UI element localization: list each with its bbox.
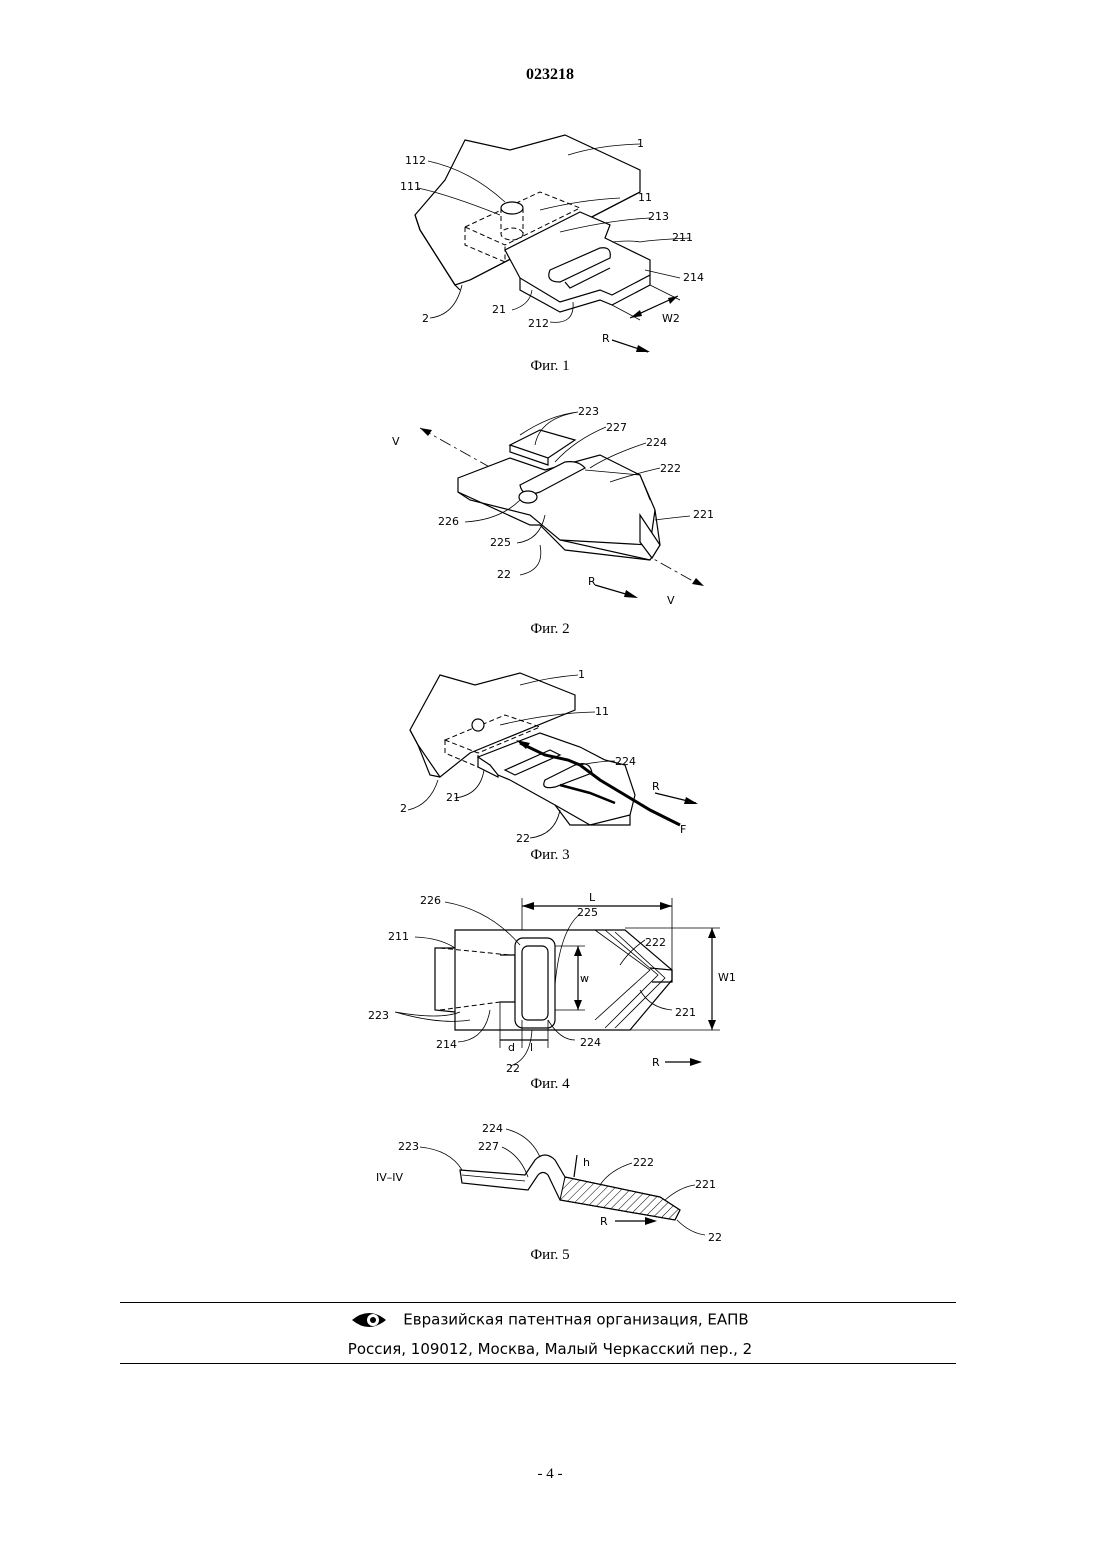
fig1-label-1: 1 [637, 137, 644, 150]
fig3-label-1: 1 [578, 668, 585, 681]
footer-organization-line: Евразийская патентная организация, ЕАПВ [0, 1310, 1100, 1330]
fig2-label-225: 225 [490, 536, 511, 549]
fig5-label-section: IV–IV [376, 1171, 404, 1184]
fig2-label-r: R [588, 575, 596, 588]
fig3-label-224: 224 [615, 755, 636, 768]
fig2-label-22: 22 [497, 568, 511, 581]
figure-3-drawing: 1 11 224 R 2 21 22 F [0, 665, 1100, 845]
footer-rule-top [120, 1302, 956, 1303]
fig3-label-21: 21 [446, 791, 460, 804]
fig1-label-213: 213 [648, 210, 669, 223]
fig5-label-223: 223 [398, 1140, 419, 1153]
fig4-label-d: d [508, 1041, 515, 1054]
fig5-label-22: 22 [708, 1231, 722, 1244]
fig1-label-w2: W2 [662, 312, 680, 325]
fig3-label-f: F [680, 823, 686, 836]
figure-5-drawing: 224 227 223 h 222 IV–IV 221 R 22 [0, 1115, 1100, 1245]
figure-4-drawing: L 226 225 211 222 W1 w 223 221 214 d l 2… [0, 890, 1100, 1080]
fig1-label-2: 2 [422, 312, 429, 325]
fig3-label-2: 2 [400, 802, 407, 815]
fig1-label-111: 111 [400, 180, 421, 193]
fig3-label-11: 11 [595, 705, 609, 718]
fig4-label-226: 226 [420, 894, 441, 907]
page-number: - 4 - [0, 1466, 1100, 1483]
fig2-label-221: 221 [693, 508, 714, 521]
figure-2-caption: Фиг. 2 [0, 621, 1100, 638]
fig1-label-214: 214 [683, 271, 704, 284]
fig2-label-223: 223 [578, 405, 599, 418]
figure-2: V 223 227 224 222 221 226 225 22 R V [0, 400, 1100, 615]
fig3-label-r: R [652, 780, 660, 793]
fig5-label-227: 227 [478, 1140, 499, 1153]
figure-4: L 226 225 211 222 W1 w 223 221 214 d l 2… [0, 890, 1100, 1080]
fig2-label-v-left: V [392, 435, 400, 448]
fig1-label-112: 112 [405, 154, 426, 167]
fig3-label-22: 22 [516, 832, 530, 845]
fig5-label-h: h [583, 1156, 590, 1169]
fig5-label-224: 224 [482, 1122, 503, 1135]
fig4-label-r: R [652, 1056, 660, 1069]
fig4-label-221: 221 [675, 1006, 696, 1019]
figure-3-caption: Фиг. 3 [0, 847, 1100, 864]
fig4-label-211: 211 [388, 930, 409, 943]
fig2-label-v-right: V [667, 594, 675, 607]
fig1-label-11: 11 [638, 191, 652, 204]
fig4-label-225: 225 [577, 906, 598, 919]
figure-2-drawing: V 223 227 224 222 221 226 225 22 R V [0, 400, 1100, 615]
footer-address: Россия, 109012, Москва, Малый Черкасский… [0, 1340, 1100, 1358]
fig4-label-w: w [580, 972, 589, 985]
fig4-label-l-dim: L [589, 891, 596, 904]
fig5-label-221: 221 [695, 1178, 716, 1191]
figure-1: 1 112 111 11 213 211 214 2 21 212 W2 R [0, 130, 1100, 360]
fig5-label-r: R [600, 1215, 608, 1228]
fig1-label-211: 211 [672, 231, 693, 244]
fig4-label-223: 223 [368, 1009, 389, 1022]
figure-1-drawing: 1 112 111 11 213 211 214 2 21 212 W2 R [0, 130, 1100, 360]
fig2-label-227: 227 [606, 421, 627, 434]
fig4-label-214: 214 [436, 1038, 457, 1051]
fig2-label-224: 224 [646, 436, 667, 449]
figure-3: 1 11 224 R 2 21 22 F [0, 665, 1100, 845]
figure-4-caption: Фиг. 4 [0, 1076, 1100, 1093]
fig4-label-w1: W1 [718, 971, 736, 984]
footer-organization: Евразийская патентная организация, ЕАПВ [403, 1311, 748, 1329]
eapo-logo-icon [351, 1310, 387, 1330]
fig1-label-212: 212 [528, 317, 549, 330]
fig1-label-r: R [602, 332, 610, 345]
fig4-label-22: 22 [506, 1062, 520, 1075]
fig2-label-226: 226 [438, 515, 459, 528]
fig2-label-222: 222 [660, 462, 681, 475]
fig4-label-222: 222 [645, 936, 666, 949]
figure-5-caption: Фиг. 5 [0, 1247, 1100, 1264]
fig1-label-21: 21 [492, 303, 506, 316]
figure-1-caption: Фиг. 1 [0, 358, 1100, 375]
patent-number: 023218 [0, 66, 1100, 84]
figure-5: 224 227 223 h 222 IV–IV 221 R 22 [0, 1115, 1100, 1245]
fig4-label-l: l [530, 1041, 533, 1054]
fig5-label-222: 222 [633, 1156, 654, 1169]
footer-rule-bottom [120, 1363, 956, 1364]
fig4-label-224: 224 [580, 1036, 601, 1049]
